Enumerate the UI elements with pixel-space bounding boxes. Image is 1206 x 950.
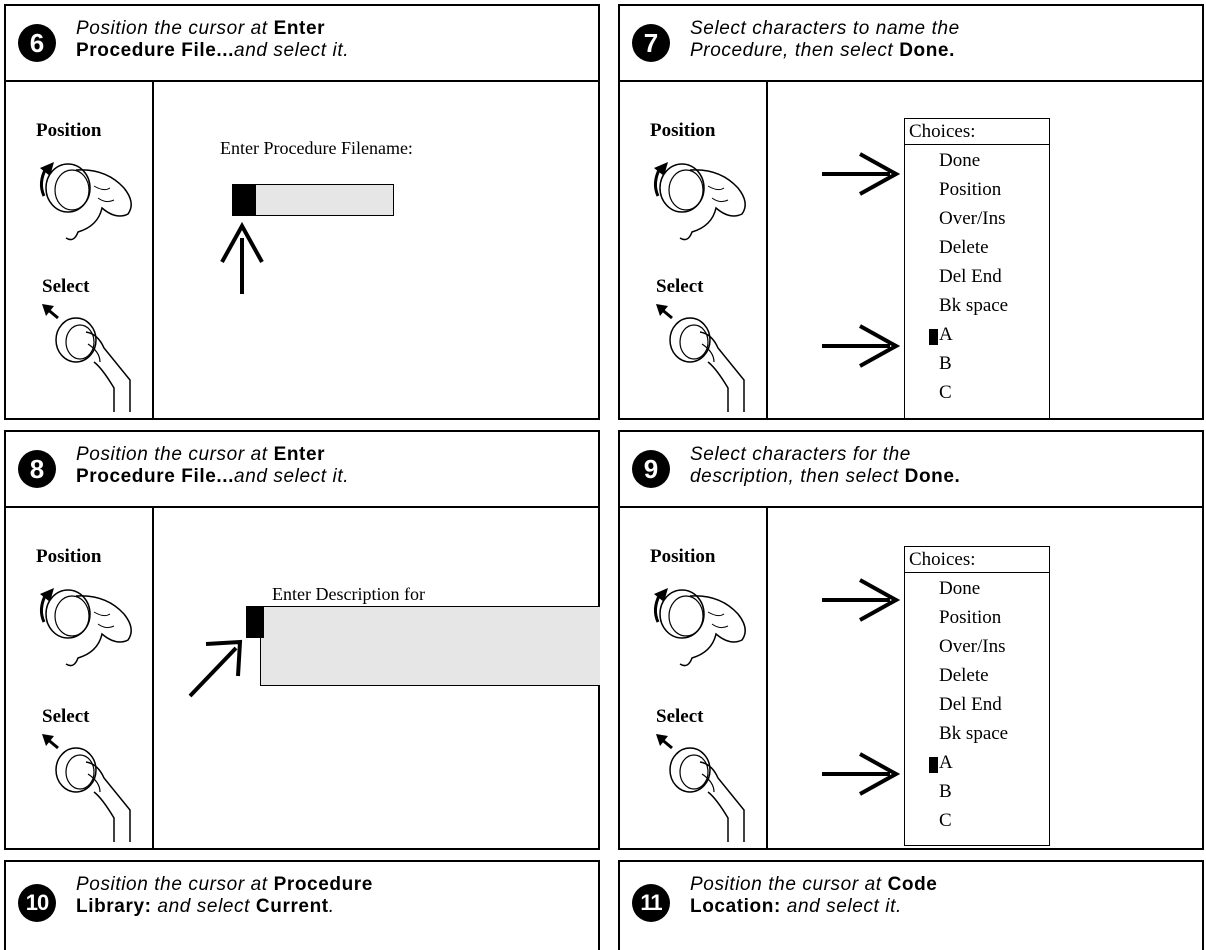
right-arrow-icon xyxy=(822,752,900,796)
position-label: Position xyxy=(36,546,102,567)
choice-del-end[interactable]: Del End xyxy=(939,694,1002,715)
step-6-number: 6 xyxy=(18,24,56,62)
selection-marker xyxy=(929,757,938,773)
choice-delete[interactable]: Delete xyxy=(939,237,989,258)
choice-b[interactable]: B xyxy=(939,781,952,802)
description-prompt: Enter Description for xyxy=(272,584,425,604)
select-knob-icon xyxy=(656,304,745,412)
choice-bk-space[interactable]: Bk space xyxy=(939,723,1009,744)
choice-done[interactable]: Done xyxy=(939,578,981,599)
step-10-instruction: Position the cursor at Procedure Library… xyxy=(76,874,373,917)
step-6-knob-column: Position Select xyxy=(6,82,154,418)
diagonal-arrow-icon xyxy=(188,639,243,698)
right-arrow-icon xyxy=(822,152,900,196)
select-label: Select xyxy=(42,706,90,727)
step-7-panel: 7 Select characters to name the Procedur… xyxy=(618,4,1204,420)
choices-title: Choices: xyxy=(905,547,1049,573)
step-7-header: 7 Select characters to name the Procedur… xyxy=(620,6,1202,82)
step-10-number: 10 xyxy=(18,884,56,922)
step-6-header: 6 Position the cursor at Enter Procedure… xyxy=(6,6,598,82)
select-label: Select xyxy=(656,706,704,727)
choice-b[interactable]: B xyxy=(939,353,952,374)
up-arrow-icon xyxy=(220,221,264,294)
step-9-knob-column: Position Select xyxy=(620,508,768,848)
step-8-knob-column: Position Select xyxy=(6,508,154,848)
position-label: Position xyxy=(36,120,102,141)
choice-c[interactable]: C xyxy=(939,382,952,403)
filename-prompt: Enter Procedure Filename: xyxy=(220,138,413,158)
choices-menu: Choices: Done Position Over/Ins Delete D… xyxy=(904,546,1050,846)
step-9-header: 9 Select characters for the description,… xyxy=(620,432,1202,508)
choice-c[interactable]: C xyxy=(939,810,952,831)
selection-marker xyxy=(929,329,938,345)
position-knob-icon xyxy=(39,588,132,667)
step-7-number: 7 xyxy=(632,24,670,62)
position-label: Position xyxy=(650,120,716,141)
choice-bk-space[interactable]: Bk space xyxy=(939,295,1009,316)
choice-position[interactable]: Position xyxy=(939,179,1002,200)
select-knob-icon xyxy=(42,734,131,842)
step-7-instruction: Select characters to name the Procedure,… xyxy=(690,18,960,61)
select-label: Select xyxy=(42,276,90,297)
choice-over-ins[interactable]: Over/Ins xyxy=(939,636,1006,657)
step-9-number: 9 xyxy=(632,450,670,488)
position-knob-icon xyxy=(39,162,132,241)
step-11-instruction: Position the cursor at Code Location: an… xyxy=(690,874,938,917)
step-6-panel: 6 Position the cursor at Enter Procedure… xyxy=(4,4,600,420)
filename-field[interactable] xyxy=(232,184,394,216)
text-cursor xyxy=(232,184,256,216)
choice-del-end[interactable]: Del End xyxy=(939,266,1002,287)
step-7-knob-column: Position Select xyxy=(620,82,768,418)
select-label: Select xyxy=(656,276,704,297)
text-cursor xyxy=(246,606,264,638)
step-11-panel: 11 Position the cursor at Code Location:… xyxy=(618,860,1204,950)
position-label: Position xyxy=(650,546,716,567)
select-knob-icon xyxy=(656,734,745,842)
select-knob-icon xyxy=(42,304,131,412)
choices-menu: Choices: Done Position Over/Ins Delete D… xyxy=(904,118,1050,420)
right-arrow-icon xyxy=(822,578,900,622)
right-arrow-icon xyxy=(822,324,900,368)
choice-done[interactable]: Done xyxy=(939,150,981,171)
step-9-instruction: Select characters for the description, t… xyxy=(690,444,961,487)
choice-delete[interactable]: Delete xyxy=(939,665,989,686)
choice-over-ins[interactable]: Over/Ins xyxy=(939,208,1006,229)
step-8-instruction: Position the cursor at Enter Procedure F… xyxy=(76,444,350,487)
choice-a[interactable]: A xyxy=(939,324,953,345)
choices-title: Choices: xyxy=(905,119,1049,145)
step-6-instruction: Position the cursor at Enter Procedure F… xyxy=(76,18,350,61)
choice-a[interactable]: A xyxy=(939,752,953,773)
description-field[interactable] xyxy=(260,606,600,686)
step-8-number: 8 xyxy=(18,450,56,488)
step-10-panel: 10 Position the cursor at Procedure Libr… xyxy=(4,860,600,950)
step-11-number: 11 xyxy=(632,884,670,922)
position-knob-icon xyxy=(653,162,746,241)
step-8-panel: 8 Position the cursor at Enter Procedure… xyxy=(4,430,600,850)
step-8-header: 8 Position the cursor at Enter Procedure… xyxy=(6,432,598,508)
choice-position[interactable]: Position xyxy=(939,607,1002,628)
step-9-panel: 9 Select characters for the description,… xyxy=(618,430,1204,850)
position-knob-icon xyxy=(653,588,746,667)
